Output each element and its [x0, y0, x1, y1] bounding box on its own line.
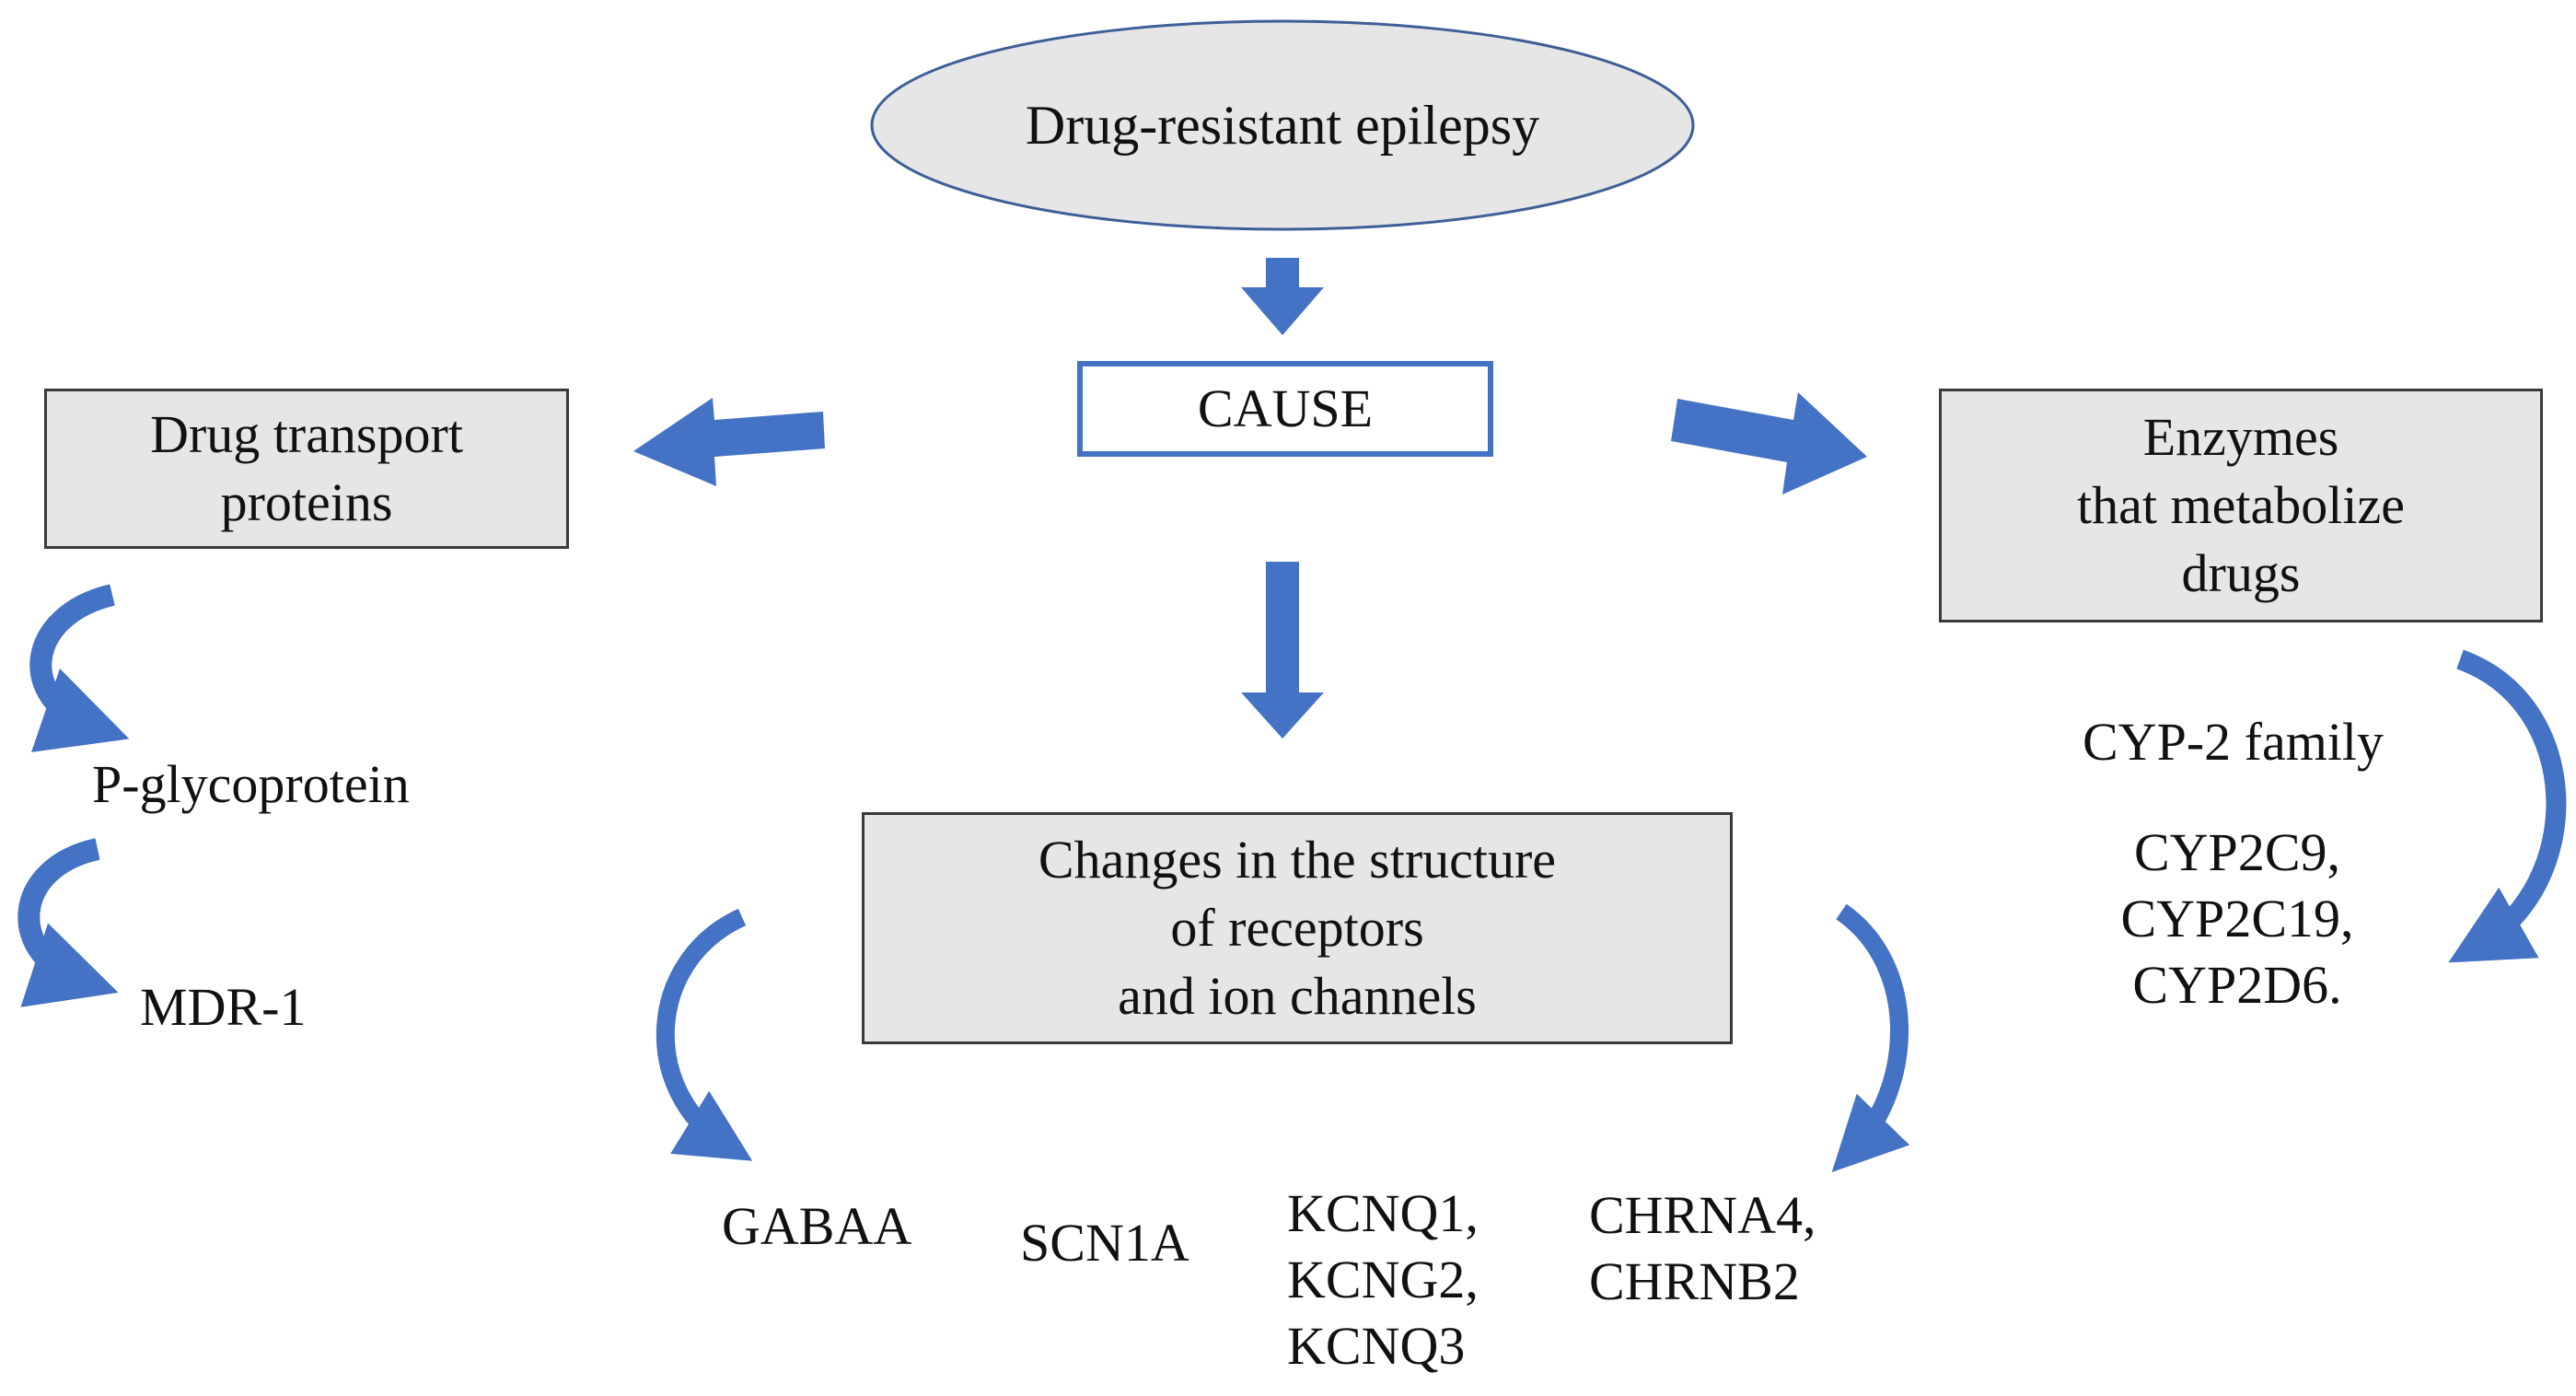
curved-arrow-icon-center-right — [1831, 903, 1910, 1172]
changes-box: Changes in the structure of receptors an… — [862, 812, 1733, 1044]
cyp-member-1: CYP2C9, — [2133, 822, 2340, 882]
scn1a-label: SCN1A — [1020, 1213, 1189, 1273]
curved-arrow-icon-left-bottom — [17, 838, 119, 1007]
down-block-arrow-icon — [1241, 258, 1324, 335]
enzymes-line-2: that metabolize — [2077, 475, 2405, 535]
gabaa-label: GABAA — [722, 1196, 912, 1256]
changes-line-3: and ion channels — [1118, 966, 1477, 1026]
curved-arrow-icon-left-top — [29, 584, 130, 752]
drug-transport-line-1: Drug transport — [150, 404, 463, 464]
left-block-arrow-icon — [633, 398, 825, 486]
title-text: Drug-resistant epilepsy — [1026, 95, 1539, 156]
chrn-list: CHRNA4, CHRNB2 — [1589, 1182, 1816, 1315]
cyp-2-family-label: CYP-2 family — [2083, 712, 2385, 772]
mdr-1-label: MDR-1 — [140, 977, 307, 1037]
chrn-item-1: CHRNA4, — [1589, 1185, 1816, 1245]
changes-line-1: Changes in the structure — [1038, 830, 1557, 890]
center-down-block-arrow-icon — [1241, 562, 1324, 739]
drug-transport-box: Drug transport proteins — [44, 389, 569, 549]
curved-arrow-icon-right — [2448, 649, 2567, 963]
kcnq-item-2: KCNG2, — [1287, 1250, 1479, 1309]
kcnq-item-1: KCNQ1, — [1287, 1183, 1479, 1243]
cyp-member-2: CYP2C19, — [2120, 889, 2354, 948]
enzymes-line-3: drugs — [2181, 543, 2301, 603]
chrn-item-2: CHRNB2 — [1589, 1251, 1800, 1311]
right-block-arrow-icon — [1671, 392, 1867, 494]
changes-line-2: of receptors — [1170, 898, 1424, 958]
kcnq-list: KCNQ1, KCNG2, KCNQ3 — [1287, 1181, 1479, 1379]
curved-arrow-icon-center-left — [656, 908, 753, 1161]
title-ellipse — [870, 19, 1695, 231]
enzymes-line-1: Enzymes — [2142, 407, 2339, 467]
enzymes-box: Enzymes that metabolize drugs — [1939, 389, 2543, 622]
cyp-members-list: CYP2C9, CYP2C19, CYP2D6. — [2081, 820, 2394, 1018]
cause-label: CAUSE — [1197, 378, 1374, 438]
drug-transport-line-2: proteins — [220, 472, 393, 532]
kcnq-item-3: KCNQ3 — [1287, 1316, 1466, 1376]
p-glycoprotein-label: P-glycoprotein — [92, 754, 410, 814]
cause-box: CAUSE — [1077, 361, 1493, 457]
cyp-member-3: CYP2D6. — [2132, 955, 2342, 1015]
